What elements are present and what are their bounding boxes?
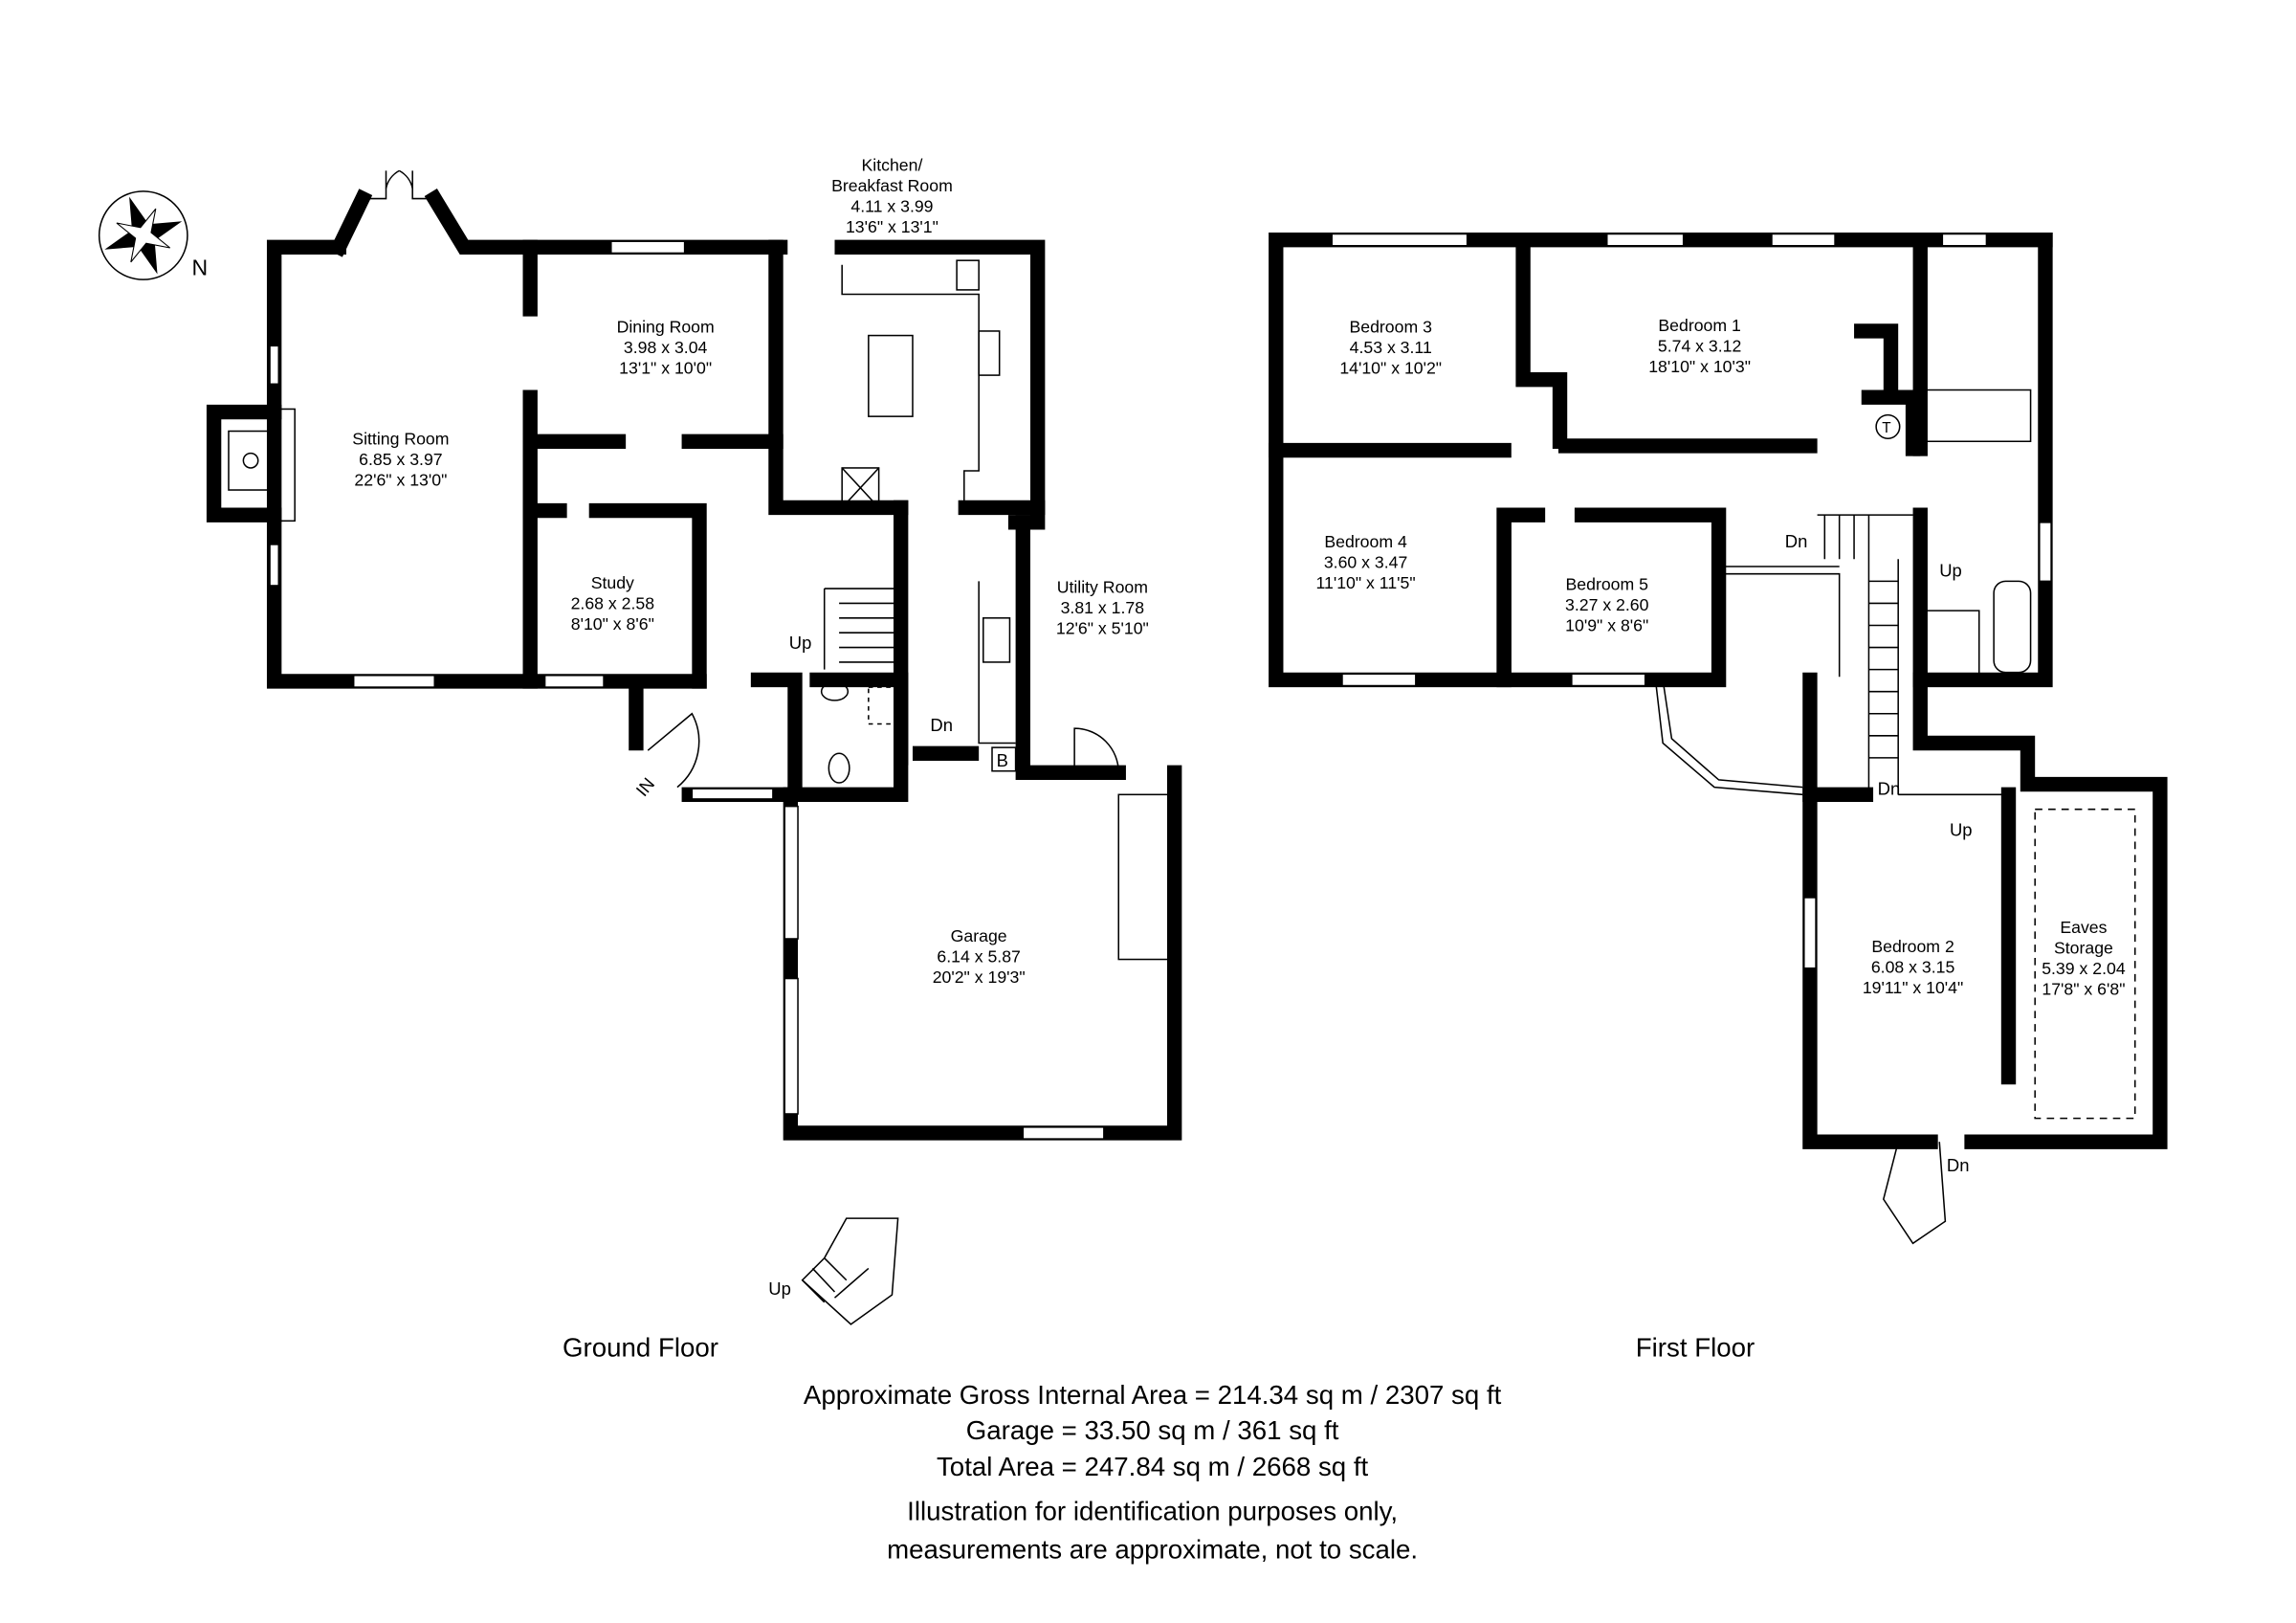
room-label-line: 12'6" x 5'10": [1056, 619, 1149, 638]
room-label-line: Kitchen/: [862, 155, 923, 174]
room-label-bedroom-5: Bedroom 5 3.27 x 2.60 10'9" x 8'6": [1565, 575, 1649, 635]
room-label-kitchen: Kitchen/ Breakfast Room 4.11 x 3.99 13'6…: [831, 155, 953, 236]
room-label-line: 22'6" x 13'0": [354, 470, 447, 489]
room-label-line: 5.74 x 3.12: [1658, 336, 1741, 355]
room-label-line: 20'2" x 19'3": [933, 967, 1026, 987]
room-label-line: Sitting Room: [352, 429, 449, 448]
room-label-line: 8'10" x 8'6": [571, 614, 654, 634]
room-label-line: 11'10" x 11'5": [1316, 573, 1416, 592]
stairs-up-label: Up: [789, 633, 812, 653]
room-label-line: Bedroom 5: [1566, 575, 1649, 594]
total-area: Total Area = 247.84 sq m / 2668 sq ft: [937, 1452, 1369, 1481]
room-label-line: 3.27 x 2.60: [1565, 595, 1649, 614]
room-label-line: 3.60 x 3.47: [1324, 553, 1407, 572]
room-label-line: 10'9" x 8'6": [1565, 616, 1648, 635]
room-label-line: Bedroom 2: [1871, 937, 1954, 956]
room-label-line: 4.53 x 3.11: [1350, 338, 1432, 357]
entrance-marker: IN: [631, 773, 658, 800]
room-label-line: 17'8" x 6'8": [2042, 979, 2125, 998]
ground-floor-plan: B IN Up Up Dn Kitchen/ Breakfast Room 4.…: [206, 155, 1182, 1325]
room-label-line: 4.11 x 3.99: [850, 196, 933, 215]
external-down-label: Dn: [1947, 1155, 1970, 1175]
room-label-line: 19'11" x 10'4": [1863, 978, 1963, 997]
room-label-line: Eaves: [2060, 918, 2107, 937]
room-label-bedroom-4: Bedroom 4 3.60 x 3.47 11'10" x 11'5": [1316, 532, 1416, 592]
bed2-up-label: Up: [1950, 819, 1973, 839]
tank-marker: T: [1882, 420, 1891, 436]
gross-internal-area: Approximate Gross Internal Area = 214.34…: [804, 1380, 1502, 1410]
room-label-garage: Garage 6.14 x 5.87 20'2" x 19'3": [933, 926, 1026, 987]
room-label-utility-room: Utility Room 3.81 x 1.78 12'6" x 5'10": [1056, 578, 1149, 638]
room-label-line: 2.68 x 2.58: [571, 594, 655, 613]
room-label-line: 6.08 x 3.15: [1871, 957, 1955, 976]
external-stairs-up-label: Up: [768, 1278, 791, 1299]
garage-area: Garage = 33.50 sq m / 361 sq ft: [966, 1415, 1339, 1445]
room-label-line: 6.14 x 5.87: [937, 947, 1020, 967]
room-label-line: 13'6" x 13'1": [846, 217, 938, 236]
room-label-line: Storage: [2054, 938, 2113, 957]
room-label-line: 18'10" x 10'3": [1648, 357, 1751, 376]
room-label-eaves-storage: Eaves Storage 5.39 x 2.04 17'8" x 6'8": [2042, 918, 2126, 999]
bath-up-label: Up: [1939, 561, 1962, 581]
room-label-bedroom-3: Bedroom 3 4.53 x 3.11 14'10" x 10'2": [1339, 318, 1442, 378]
room-label-line: Bedroom 1: [1658, 316, 1740, 335]
room-label-line: Bedroom 3: [1349, 318, 1432, 337]
landing-down-label: Dn: [1785, 531, 1808, 551]
room-label-line: Breakfast Room: [831, 176, 953, 195]
room-label-line: 3.98 x 3.04: [624, 338, 708, 357]
bed2-down-label: Dn: [1878, 778, 1901, 798]
external-stairs: [801, 1217, 899, 1325]
room-label-line: Utility Room: [1057, 578, 1148, 597]
room-label-study: Study 2.68 x 2.58 8'10" x 8'6": [571, 573, 655, 634]
room-label-bedroom-2: Bedroom 2 6.08 x 3.15 19'11" x 10'4": [1863, 937, 1963, 997]
room-label-bedroom-1: Bedroom 1 5.74 x 3.12 18'10" x 10'3": [1648, 316, 1751, 376]
room-label-line: 5.39 x 2.04: [2042, 959, 2126, 978]
stairs-down-label: Dn: [930, 715, 953, 735]
room-label-line: Bedroom 4: [1324, 532, 1407, 551]
room-label-dining-room: Dining Room 3.98 x 3.04 13'1" x 10'0": [617, 318, 715, 378]
room-label-line: 13'1" x 10'0": [619, 359, 712, 378]
room-label-line: Garage: [951, 926, 1007, 945]
first-floor-title: First Floor: [1636, 1333, 1755, 1363]
room-label-line: Dining Room: [617, 318, 715, 337]
room-label-line: 14'10" x 10'2": [1339, 359, 1442, 378]
disclaimer-line-1: Illustration for identification purposes…: [907, 1496, 1398, 1525]
room-label-line: 6.85 x 3.97: [359, 450, 442, 469]
first-floor-plan: T Dn Up Dn Up Dn Bedroom 3 4.53 x 3.11 1…: [1269, 232, 2168, 1245]
room-label-sitting-room: Sitting Room 6.85 x 3.97 22'6" x 13'0": [352, 429, 449, 489]
disclaimer-line-2: measurements are approximate, not to sca…: [887, 1534, 1418, 1564]
compass-north-label: N: [192, 256, 209, 280]
room-label-line: 3.81 x 1.78: [1061, 598, 1145, 617]
ground-floor-title: Ground Floor: [563, 1333, 718, 1363]
compass-rose-icon: N: [98, 190, 209, 280]
room-label-line: Study: [591, 573, 634, 592]
boiler-marker: B: [997, 750, 1008, 770]
